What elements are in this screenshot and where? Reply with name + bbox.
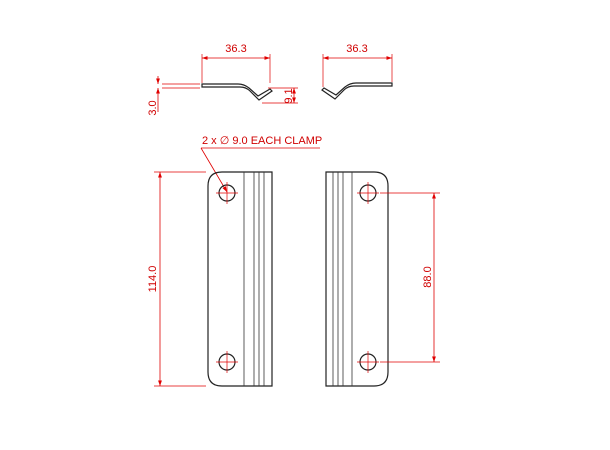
left-clamp-plan xyxy=(207,171,273,387)
overall-length-label: 114.0 xyxy=(147,266,159,293)
right-top-hole xyxy=(357,182,379,204)
offset-height-dimension xyxy=(262,87,298,104)
overall-length-dimension xyxy=(154,171,206,387)
top-left-profile xyxy=(201,54,273,101)
thickness-label: 3.0 xyxy=(147,100,159,115)
hole-spacing-label: 88.0 xyxy=(422,266,434,287)
right-bottom-hole xyxy=(357,351,379,373)
left-bottom-hole xyxy=(216,351,238,373)
left-top-hole xyxy=(216,182,238,204)
top-right-profile xyxy=(321,54,393,100)
hole-callout-leader xyxy=(200,147,320,193)
hole-spacing-dimension xyxy=(380,192,440,363)
right-clamp-plan xyxy=(325,171,389,387)
thickness-dimension xyxy=(156,76,200,112)
hole-callout-label: 2 x ∅ 9.0 EACH CLAMP xyxy=(202,135,322,147)
top-left-width-label: 36.3 xyxy=(225,43,246,55)
top-right-width-label: 36.3 xyxy=(346,43,367,55)
offset-height-label: 9.1 xyxy=(283,88,295,103)
